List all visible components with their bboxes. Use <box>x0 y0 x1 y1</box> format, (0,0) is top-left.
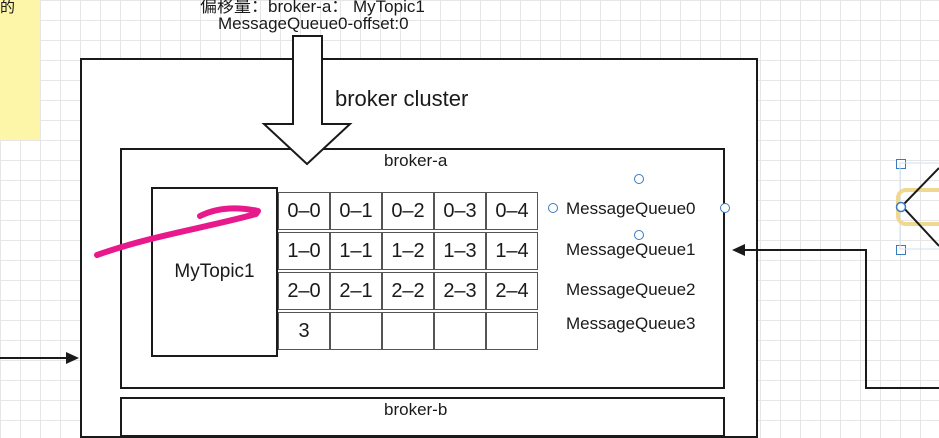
diamond-shape <box>897 163 939 249</box>
big-down-arrow <box>264 36 350 164</box>
pink-annotation-arrow <box>97 208 258 255</box>
left-arrow <box>0 352 79 364</box>
connector-layer <box>0 0 939 421</box>
right-connector-arrow <box>732 244 939 388</box>
